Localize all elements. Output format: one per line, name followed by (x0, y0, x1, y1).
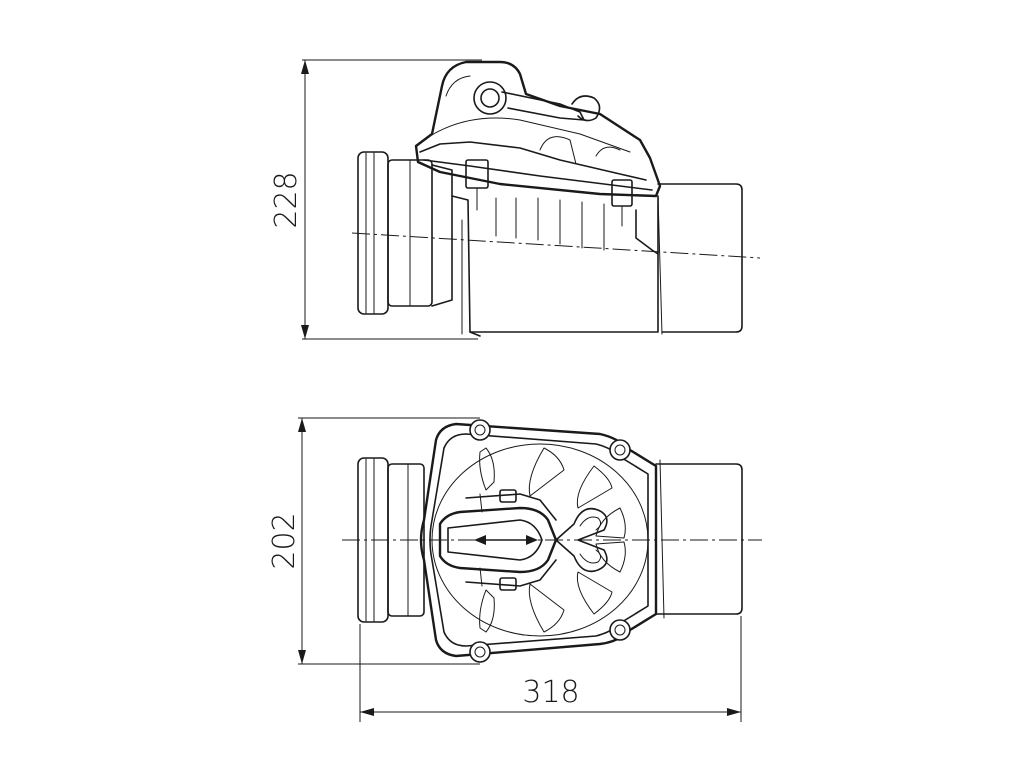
dimension-label-228: 228 (269, 171, 304, 228)
dimension-width: 202 (267, 417, 480, 665)
top-outlet-pipe (655, 459, 743, 619)
top-view: 202 318 (267, 417, 762, 722)
top-flap-vanes (479, 447, 626, 633)
dimension-length: 318 (359, 616, 742, 722)
dimension-height: 228 (269, 59, 482, 340)
dimension-label-202: 202 (267, 512, 302, 569)
side-centerline (351, 232, 761, 259)
side-view: 228 (269, 59, 761, 340)
dimension-label-318: 318 (522, 675, 579, 710)
top-bolts (469, 419, 631, 663)
side-body-housing (451, 195, 663, 337)
side-inlet-pipe (357, 151, 453, 315)
side-cover (414, 60, 662, 227)
side-outlet-pipe (657, 183, 743, 333)
